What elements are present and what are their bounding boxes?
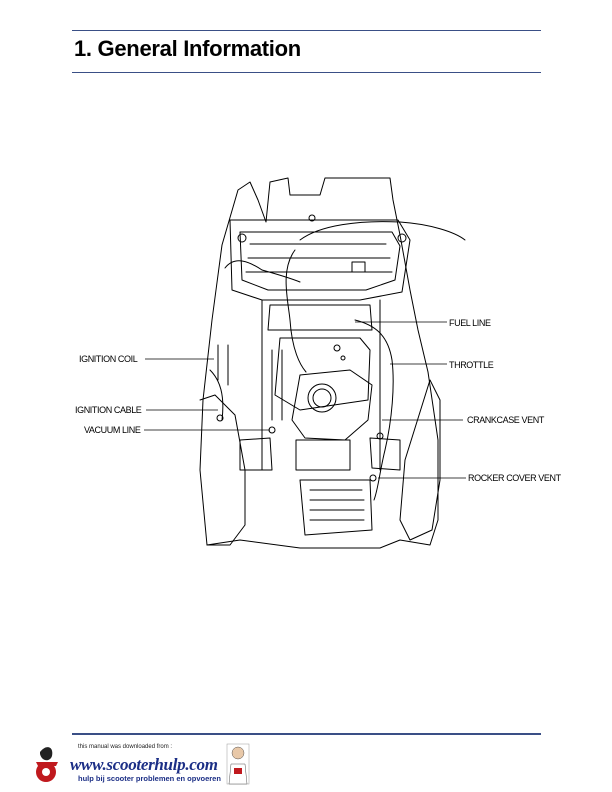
page-title: 1. General Information [74,36,301,61]
label-ignition-cable: IGNITION CABLE [75,405,142,415]
site-url-link[interactable]: www.scooterhulp.com [70,755,218,774]
site-tagline: hulp bij scooter problemen en opvoeren [78,774,221,783]
label-ignition-coil: IGNITION COIL [79,354,138,364]
footer-rule [72,733,541,735]
label-throttle: THROTTLE [449,360,494,370]
label-fuel-line: FUEL LINE [449,318,491,328]
label-vacuum-line: VACUUM LINE [84,425,141,435]
header-top-rule [72,30,541,31]
label-crankcase-vent: CRANKCASE VENT [467,415,544,425]
header-bottom-rule [72,72,541,73]
scooterhulp-logo [36,743,250,785]
label-rocker-cover-vent: ROCKER COVER VENT [468,473,561,483]
download-notice: this manual was downloaded from : [78,744,173,750]
